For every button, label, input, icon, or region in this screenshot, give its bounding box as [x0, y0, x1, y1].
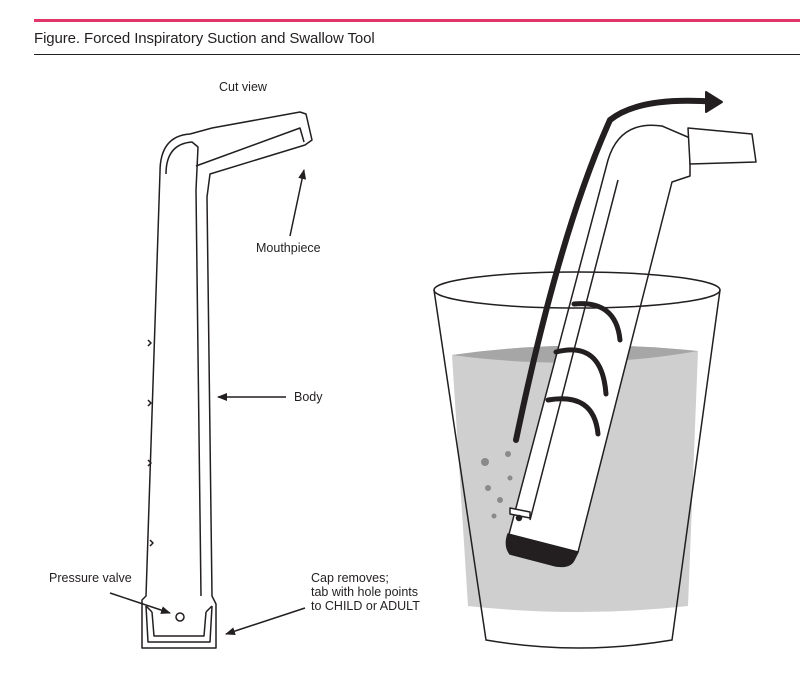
cap-label-line-3: to CHILD or ADULT	[311, 599, 420, 613]
tool-cap	[505, 533, 579, 568]
cap-outline	[145, 605, 213, 643]
cut-view-label: Cut view	[219, 80, 267, 94]
tool-mouthpiece	[687, 127, 757, 165]
tool-valve-hole	[515, 514, 523, 522]
cut-view-device	[141, 111, 313, 649]
suction-flow-arrow	[513, 97, 719, 443]
cap-label-line-2: tab with hole points	[311, 585, 419, 599]
cap-label-line-1: Cap removes;	[311, 571, 389, 585]
air-bubbles	[481, 451, 513, 519]
glass-walls	[433, 289, 721, 649]
mouthpiece-arrow	[289, 169, 307, 237]
title-divider	[34, 54, 800, 55]
suction-arrowhead	[705, 91, 723, 113]
figure-title: Figure. Forced Inspiratory Suction and S…	[34, 30, 375, 47]
mouthpiece-label: Mouthpiece	[256, 241, 321, 255]
cap-arrow	[225, 607, 306, 635]
cap-tab-left	[145, 605, 213, 613]
tool-in-glass	[505, 124, 757, 568]
mouthpiece-channel	[195, 127, 305, 167]
device-inner-wall	[165, 141, 202, 597]
device-outer-outline	[141, 111, 313, 649]
body-notches	[147, 339, 154, 547]
top-accent-rule	[34, 19, 800, 22]
tool-cap-tab	[509, 507, 531, 519]
cap-label: Cap removes; tab with hole points to CHI…	[311, 571, 420, 613]
cap-inner	[151, 611, 207, 637]
body-label: Body	[294, 390, 323, 404]
pressure-valve-arrow	[109, 592, 171, 614]
liquid-swirl-bands	[545, 301, 623, 437]
pressure-valve-label: Pressure valve	[49, 571, 132, 585]
pressure-valve-hole	[175, 612, 185, 622]
drinking-glass	[433, 271, 721, 649]
